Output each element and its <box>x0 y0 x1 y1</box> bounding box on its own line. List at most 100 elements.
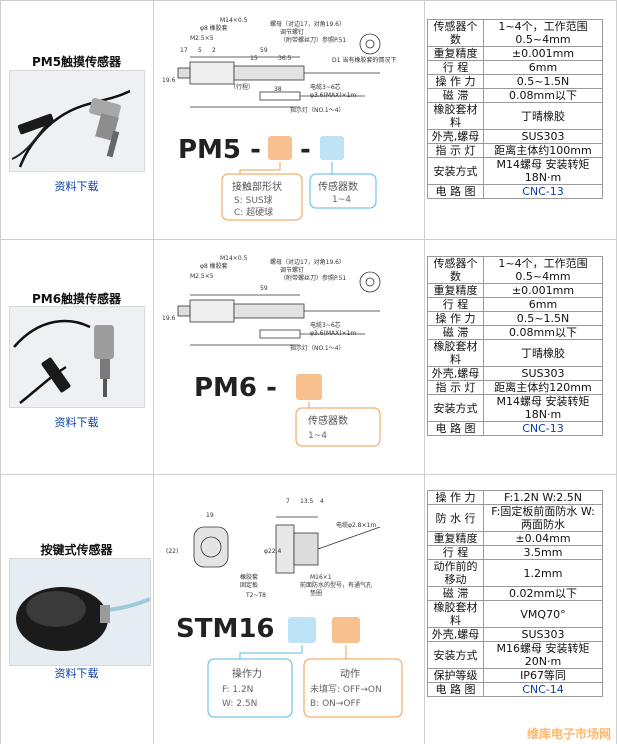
diagram-label-indicator: 指示灯（NO.1～4） <box>290 344 345 352</box>
download-link[interactable]: 资料下载 <box>54 416 99 429</box>
legend-box-shape <box>221 173 303 221</box>
spec-row: 指 示 灯距离主体约120mm <box>427 380 603 395</box>
circuit-diagram-link[interactable]: CNC-14 <box>483 682 603 697</box>
model-dash: - <box>300 135 311 165</box>
spec-row: 重复精度±0.001mm <box>427 283 603 298</box>
diagram-label-2: 2 <box>212 47 216 54</box>
spec-value: 丁晴橡胶 <box>483 102 603 130</box>
model-code-pm5: PM5 - <box>178 135 261 165</box>
download-link[interactable]: 资料下载 <box>54 180 99 193</box>
option-box-force <box>288 617 316 643</box>
spec-value: SUS303 <box>483 129 603 144</box>
diagram-label-5: 5 <box>198 47 202 54</box>
spec-key: 重复精度 <box>427 46 484 61</box>
diagram-label-59: 59 <box>260 47 268 54</box>
diagram-label-22-4: φ22.4 <box>264 548 282 555</box>
product-row-pm5: PM5触摸传感器 资料下载 <box>0 0 617 239</box>
diagram-label-screw: 调节螺钉 <box>280 266 304 274</box>
spec-key: 安装方式 <box>427 641 484 669</box>
diagram-label-cable: 电缆φ2.8×1m <box>336 521 376 529</box>
diagram-label-36-5: 36.5 <box>278 55 292 62</box>
diagram-label-indicator: 指示灯（NO.1～4） <box>290 106 345 114</box>
legend-box-count <box>295 407 381 447</box>
diagram-label-thread: M14×0.5 <box>220 255 248 262</box>
diagram-label-stroke: （行程） <box>230 83 254 91</box>
diagram-label-nut: 螺母（对边17，对角19.6） <box>270 20 345 28</box>
spec-value: 6mm <box>483 297 603 312</box>
product-title: 按键式传感器 <box>40 543 113 557</box>
diagram-label-note: D1 当有橡胶套的情况下 <box>332 56 396 64</box>
diagram-label-59: 59 <box>260 285 268 292</box>
spec-key: 外壳,螺母 <box>427 129 484 144</box>
spec-value: 距离主体约120mm <box>483 380 603 395</box>
diagram-label-38: 38 <box>274 86 282 93</box>
diagram-label-thread: M14×0.5 <box>220 17 248 24</box>
spec-key: 重复精度 <box>427 531 484 546</box>
download-link[interactable]: 资料下载 <box>54 667 99 680</box>
spec-value: 0.08mm以下 <box>483 88 603 103</box>
spec-value: 3.5mm <box>483 545 603 560</box>
spec-value: 0.08mm以下 <box>483 325 603 340</box>
spec-key: 重复精度 <box>427 283 484 298</box>
spec-key: 橡胶套材料 <box>427 600 484 628</box>
spec-value: 1~4个，工作范围0.5~4mm <box>483 256 603 284</box>
spec-key: 防 水 行 <box>427 504 484 532</box>
spec-key: 指 示 灯 <box>427 380 484 395</box>
legend-line-force-f: F: 1.2N <box>222 685 253 695</box>
spec-row: 重复精度±0.04mm <box>427 531 603 546</box>
legend-title-force: 操作力 <box>232 667 262 680</box>
spec-value: SUS303 <box>483 627 603 642</box>
spec-row: 橡胶套材料丁晴橡胶 <box>427 339 603 367</box>
legend-line-action-default: 未填写: OFF→ON <box>310 683 382 695</box>
spec-key: 行 程 <box>427 60 484 75</box>
spec-value: F:固定板前面防水 W:两面防水 <box>483 504 603 532</box>
diagram-label-13-5: 13.5 <box>300 498 314 505</box>
diagram-label-22: (22) <box>166 548 178 555</box>
diagram-label-nut: 螺母（对边17，对角19.6） <box>270 258 345 266</box>
circuit-diagram-link[interactable]: CNC-13 <box>483 184 603 199</box>
pm6-diagram: M14×0.5 φ8 橡胶套 M2.5×5 59 螺母（对边17，对角19.6）… <box>162 255 381 447</box>
diagram-label-rubber: φ8 橡胶套 <box>200 24 228 32</box>
legend-box-action <box>303 658 403 718</box>
option-box-count <box>320 136 344 160</box>
legend-line-carbide: C: 超硬球 <box>234 206 273 218</box>
diagram-label-19-6: 19.6 <box>162 77 176 84</box>
spec-key: 行 程 <box>427 545 484 560</box>
diagram-label-17: 17 <box>180 47 188 54</box>
legend-line-count-range: 1~4 <box>332 195 351 205</box>
spec-key: 电 路 图 <box>427 184 484 199</box>
spec-value: IP67等同 <box>483 668 603 683</box>
table-border-top <box>0 0 617 1</box>
diagram-label-cable2: φ3.6(MAX)×1m <box>310 330 356 337</box>
spec-key: 橡胶套材料 <box>427 339 484 367</box>
product-photo-pm6 <box>9 306 145 408</box>
product-photo-pm5 <box>9 70 145 172</box>
product-title: PM6触摸传感器 <box>31 292 122 306</box>
spec-key: 操 作 力 <box>427 490 484 505</box>
spec-value: ±0.001mm <box>483 46 603 61</box>
spec-key: 保护等级 <box>427 668 484 683</box>
spec-value: 0.5~1.5N <box>483 311 603 326</box>
watermark: 维库电子市场网 <box>526 727 611 741</box>
spec-row: 橡胶套材料丁晴橡胶 <box>427 102 603 130</box>
circuit-diagram-link[interactable]: CNC-13 <box>483 421 603 436</box>
diagram-label-4: 4 <box>320 498 324 505</box>
spec-key: 传感器个数 <box>427 19 484 47</box>
product-photo-stm16 <box>9 558 151 666</box>
spec-value: M14螺母 安装转矩18N·m <box>483 394 603 422</box>
diagram-label-m25: M2.5×5 <box>190 273 214 280</box>
legend-title-count: 传感器数 <box>318 180 358 193</box>
diagram-label-gasket: 垫圈 <box>310 589 322 597</box>
pm5-photo-image <box>10 71 144 171</box>
pm6-photo-image <box>10 307 144 407</box>
